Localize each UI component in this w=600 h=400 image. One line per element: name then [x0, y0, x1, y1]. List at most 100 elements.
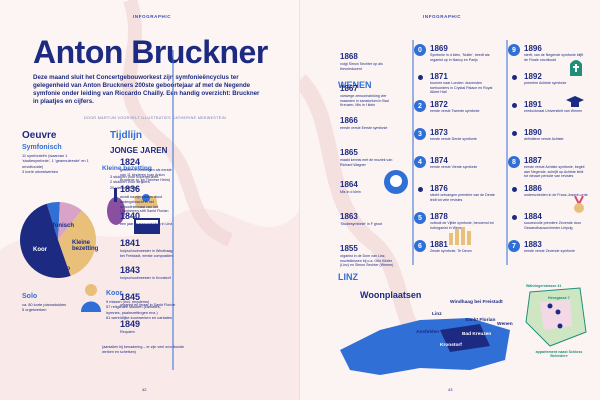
tijdlijn-heading: Tijdlijn — [110, 130, 143, 141]
mid-timeline-entry-year: 1866 — [340, 116, 358, 125]
map-label-sankt-florian: Sankt Florian — [465, 318, 496, 323]
infographic-tag-left: INFOGRAPHIC — [133, 14, 172, 19]
mid-timeline-entry-year: 1865 — [340, 148, 358, 157]
oeuvre-footnote: (aantallen bij benadering – er zijn veel… — [102, 345, 185, 354]
right-col1-entry-text: eerste versie Derde symfonie — [430, 137, 477, 141]
map-label-bad-kreuzen: Bad Kreuzen — [462, 332, 492, 337]
right-col2-entry-text: succesvolle première Zevende door Gewand… — [524, 221, 581, 230]
right-col1-entry-marker: 3 — [414, 128, 426, 140]
pie-slice-symfonisch — [46, 202, 60, 240]
right-col2-entry-text: eredoctoraat Universiteit van Wenen — [524, 109, 583, 113]
kleine-bezetting-text: 3 stukken voor kopermuziek 2 stukken voo… — [110, 174, 159, 190]
pie-label-kleine: Kleine bezetting — [72, 240, 99, 252]
right-col2-entry-text: première Achtste symfonie — [524, 81, 567, 85]
map-label-wenen: Wenen — [497, 322, 513, 327]
left-timeline-entry-text: geboren in Ansfelden als eerste van 11 k… — [120, 168, 172, 182]
mid-timeline-entry-text: maakt kennis met de muziek van Richard W… — [340, 158, 393, 167]
map-label-linz: Linz — [432, 312, 442, 317]
left-timeline-entry-year: 1843 — [120, 265, 141, 275]
left-page: INFOGRAPHIC Anton Bruckner Deze maand sl… — [0, 0, 300, 400]
right-col1-entry-marker — [417, 75, 423, 80]
symfonisch-heading: Symfonisch — [22, 144, 62, 151]
right-col2-entry-year: 1891 — [524, 100, 542, 109]
page-number-left: 42 — [142, 387, 147, 392]
right-col2-entry-year: 1890 — [524, 128, 542, 137]
infographic-tag-right: INFOGRAPHIC — [423, 14, 462, 19]
right-col1-entry-year: 1876 — [430, 184, 448, 193]
mid-timeline-entry-year: 1867 — [340, 84, 358, 93]
right-col1-entry-text: eerste versie Vierde symfonie — [430, 165, 478, 169]
pie-label-koor: Koor — [33, 247, 47, 253]
left-timeline-entry-year: 1836 — [120, 184, 141, 194]
austria-map — [340, 318, 510, 375]
right-col2-entry-marker: 7 — [508, 240, 520, 252]
left-timeline-entry-year: 1840 — [120, 211, 141, 221]
right-col1-entry-text: tournee naar Londen: duizenden toehoorde… — [430, 81, 493, 95]
intro-paragraph: Deze maand sluit het Concertgebouworkest… — [33, 74, 260, 106]
mid-timeline-entry-year: 1855 — [340, 244, 358, 253]
oeuvre-pie-chart — [18, 200, 98, 280]
mid-timeline-entry-text: Mis in d klein — [340, 190, 361, 194]
right-col2-entry-year: 1886 — [524, 184, 542, 193]
left-timeline-entry-year: 1824 — [120, 157, 141, 167]
right-col2-entry-text: definitieve versie Achtste — [524, 137, 564, 141]
page-title: Anton Bruckner — [33, 34, 268, 70]
pie-slice-kleine-bezetting — [58, 202, 82, 240]
right-col1-entry-year: 1873 — [430, 128, 448, 137]
right-col2-entry-text: onderscheiden in de Franz-Joseph-orde — [524, 193, 588, 197]
vienna-inset-map — [525, 287, 587, 347]
right-col1-entry-text: slecht ontvangen première van de Derde l… — [430, 193, 495, 202]
pie-label-symfonisch: Symfonisch — [40, 223, 75, 229]
oeuvre-heading: Oeuvre — [22, 130, 57, 141]
vienna-label-waehringerstrasse: Währingerstrasse 41 — [526, 284, 562, 288]
right-col1-entry-year: 1878 — [430, 212, 448, 221]
pie-label-solo: Solo — [57, 266, 70, 272]
woonplaatsen-heading: Woonplaatsen — [360, 290, 422, 300]
solo-heading: Solo — [22, 293, 38, 300]
map-label-kronstorf: Kronstorf — [440, 343, 462, 348]
mid-timeline-entry-text: 'Studiesymfonie' in F groot — [340, 222, 383, 226]
map-label-ansfelden: Ansfelden — [416, 330, 440, 335]
pie-slice-koor — [20, 203, 71, 278]
kleine-bezetting-heading: Kleine bezetting — [102, 165, 152, 172]
section-wenen: WENEN — [338, 80, 372, 90]
mid-timeline-entry-text: organist in de Dom van Linz, muzieklesse… — [340, 254, 394, 268]
right-col2-entry-marker — [511, 131, 517, 136]
right-col2-entry-marker: 8 — [508, 156, 520, 168]
right-col1-entry-text: voltooit de Vijfde symfonie, benoemd tot… — [430, 221, 494, 230]
symfonisch-text: 11 symfonieën (waarvan 1 'studiesymfonie… — [22, 153, 89, 174]
solo-text: ca. 80 korte pianostukken 5 orgelwerken — [22, 302, 67, 313]
mid-timeline-entry-year: 1868 — [340, 52, 358, 61]
left-timeline-entry-text: Requiem — [120, 330, 135, 334]
right-col1-entry-text: Zesde symfonie, Te Deum — [430, 249, 472, 253]
left-timeline-entry-year: 1845 — [120, 292, 141, 302]
right-col1-entry-marker: 4 — [414, 156, 426, 168]
section-jonge-jaren: JONGE JAREN — [110, 146, 168, 155]
right-col1-entry-year: 1871 — [430, 72, 448, 81]
right-col1-entry-text: eerste versie Tweede symfonie — [430, 109, 480, 113]
koor-text: 9 missen (incl. requiems) 57 religieuze … — [106, 299, 172, 320]
mid-timeline-entry-text: volgt Simon Sechter op als theoriedocent — [340, 62, 383, 71]
right-col2-entry-year: 1892 — [524, 72, 542, 81]
right-col2-entry-year: 1896 — [524, 44, 542, 53]
right-col2-entry-year: 1883 — [524, 240, 542, 249]
left-timeline-entry-text: hulpschoolmeester in Kronstorf — [120, 276, 171, 280]
map-label-windhaag: Windhaag bei Freistadt — [450, 300, 503, 305]
section-linz: LINZ — [338, 272, 358, 282]
right-col2-entry-text: eerste versie Zevende symfonie — [524, 249, 575, 253]
left-timeline-entry-year: 1849 — [120, 319, 141, 329]
left-timeline-entry-year: 1841 — [120, 238, 141, 248]
right-col2-entry-marker — [511, 215, 517, 220]
right-col2-entry-marker — [511, 103, 517, 108]
right-col2-entry-year: 1884 — [524, 212, 542, 221]
right-col2-entry-year: 1887 — [524, 156, 542, 165]
right-col2-entry-text: eerste versie Achtste symfonie, begint a… — [524, 165, 585, 179]
right-col2-entry-text: sterft, van de Negende symfonie blijft d… — [524, 53, 584, 62]
pie-slice-solo — [58, 210, 97, 276]
right-col1-entry-marker: 0 — [414, 44, 426, 56]
right-col1-entry-marker: 2 — [414, 100, 426, 112]
right-col1-entry-marker: 6 — [414, 240, 426, 252]
right-col1-entry-marker — [417, 187, 423, 192]
